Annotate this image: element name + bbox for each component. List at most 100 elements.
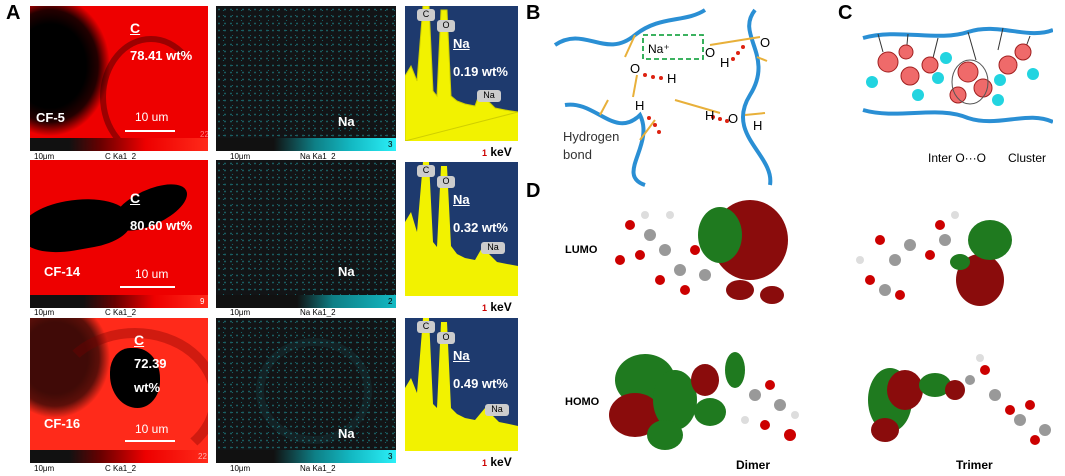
hbond-label-line1: Hydrogen [563,129,619,144]
sodium-ion [992,94,1004,106]
na-colorbar [216,450,396,463]
na-map-cf5: Na [216,6,396,138]
na-label: Na [338,264,355,279]
colorbar-max: 2 [388,297,393,306]
atom-label: H [635,98,644,113]
peak-label-c: C [417,165,435,177]
colorbar-label: C Ka1_2 [105,308,137,317]
eds-spectrum-cf14: C O Na 0.32 wt% Na [405,162,518,296]
oxygen-atom [949,86,967,104]
colorbar-label: C Ka1_2 [105,152,137,161]
scalebar-label: 10 um [135,110,169,124]
na-label: Na [338,114,355,129]
oxygen-atom [900,66,920,86]
oxygen-atom [973,78,993,98]
na-ion-box [642,34,704,60]
colorbar-max: 22 [198,452,207,461]
colorbar-scale: 10μm [230,152,251,161]
scalebar [120,286,175,288]
eds-spectrum-cf16: C O Na 0.49 wt% Na [405,318,518,451]
fiber-right [741,8,773,186]
sodium-ion [1027,68,1039,80]
oxygen-atom [1014,43,1032,61]
hbond-label-line2: bond [563,147,592,162]
na-colorbar [216,295,396,308]
atom-label: H [667,71,676,86]
atom-label: H [753,118,762,133]
oxygen-atom [921,56,939,74]
na-map-cf14: Na [216,160,396,295]
peak-label-na: Na [477,90,501,102]
c-map-cf5: C 78.41 wt% CF-5 10 um 22 [30,6,208,138]
colorbar-label: Na Ka1_2 [300,308,336,317]
dimer-label: Dimer [736,458,771,472]
cluster-label: Cluster [1008,151,1046,165]
panel-label-d: D [526,180,541,202]
orbital-lobe-red [945,380,965,400]
sodium-ion [866,76,878,88]
trimer-homo-orbital [868,354,1051,445]
spectrum-plot [405,162,518,296]
spec-na-value: 0.32 wt% [453,220,508,235]
hydrogen-bond-diagram: Na⁺ O H O H H O H O H Hydrogen bond [553,8,773,187]
c-wt-value-line2: wt% [134,380,160,395]
orbital-lobe-green [694,398,726,426]
spec-na-value: 0.49 wt% [453,376,508,391]
c-element-title: C [134,332,145,348]
sodium-ion [940,52,952,64]
sample-label: CF-16 [44,416,81,431]
atom-label: O [728,111,738,126]
orbital-lobe-red [760,286,784,304]
orbital-lobe-red [956,254,1004,306]
c-colorbar [30,450,208,463]
na-ion-label: Na⁺ [648,42,670,56]
spec-na-title: Na [453,348,470,363]
atom-label: O [760,35,770,50]
c-wt-value: 78.41 wt% [130,48,193,63]
atom-label: O [705,45,715,60]
dimer-homo-orbital [609,352,799,450]
orbital-lobe-red [609,393,661,437]
colorbar-scale: 10μm [34,152,55,161]
sample-label: CF-5 [36,110,65,125]
peak-label-o: O [437,332,455,344]
spectrum-plot [405,6,518,141]
spectrum-fill [405,6,518,141]
kev-axis: 1 keV [482,455,512,469]
na-colorbar [216,138,396,151]
scalebar-label: 10 um [135,267,169,281]
peak-label-c: C [417,9,435,21]
colorbar-scale: 10μm [34,308,55,317]
c-colorbar [30,138,208,151]
scalebar [125,440,175,442]
inter-oo-label: Inter O···O [928,151,986,165]
peak-label-na: Na [481,242,505,254]
trimer-label: Trimer [956,458,993,472]
orbital-lobe-red [871,418,899,442]
oxygen-atom [898,44,914,60]
cluster-diagram: Inter O···O Cluster [862,26,1053,165]
lumo-label: LUMO [565,244,598,256]
eds-spectrum-cf5: C O Na 0.19 wt% Na [405,6,518,141]
trimer-lumo-orbital [856,211,1012,306]
sodium-ion [994,74,1006,86]
spectrum-plot [405,318,518,451]
peak-label-o: O [437,20,455,32]
colorbar-label: C Ka1_2 [105,464,137,473]
c-map-cf14: C 80.60 wt% CF-14 10 um [30,160,208,295]
colorbar-max: 3 [388,140,393,149]
orbital-lobe-red [726,280,754,300]
orbital-lobe-green [725,352,745,388]
atom-label: H [705,108,714,123]
kev-axis: 1 keV [482,300,512,314]
orbital-lobe-red [691,364,719,396]
orbital-lobe-green [653,370,697,430]
atom-label: O [630,61,640,76]
oxygen-atom [998,55,1018,75]
sodium-ion [912,89,924,101]
panel-label-b: B [526,2,541,24]
c-element-title: C [130,20,141,36]
scalebar-label: 10 um [135,422,169,436]
colorbar-scale: 10μm [230,464,251,473]
spec-na-value: 0.19 wt% [453,64,508,79]
